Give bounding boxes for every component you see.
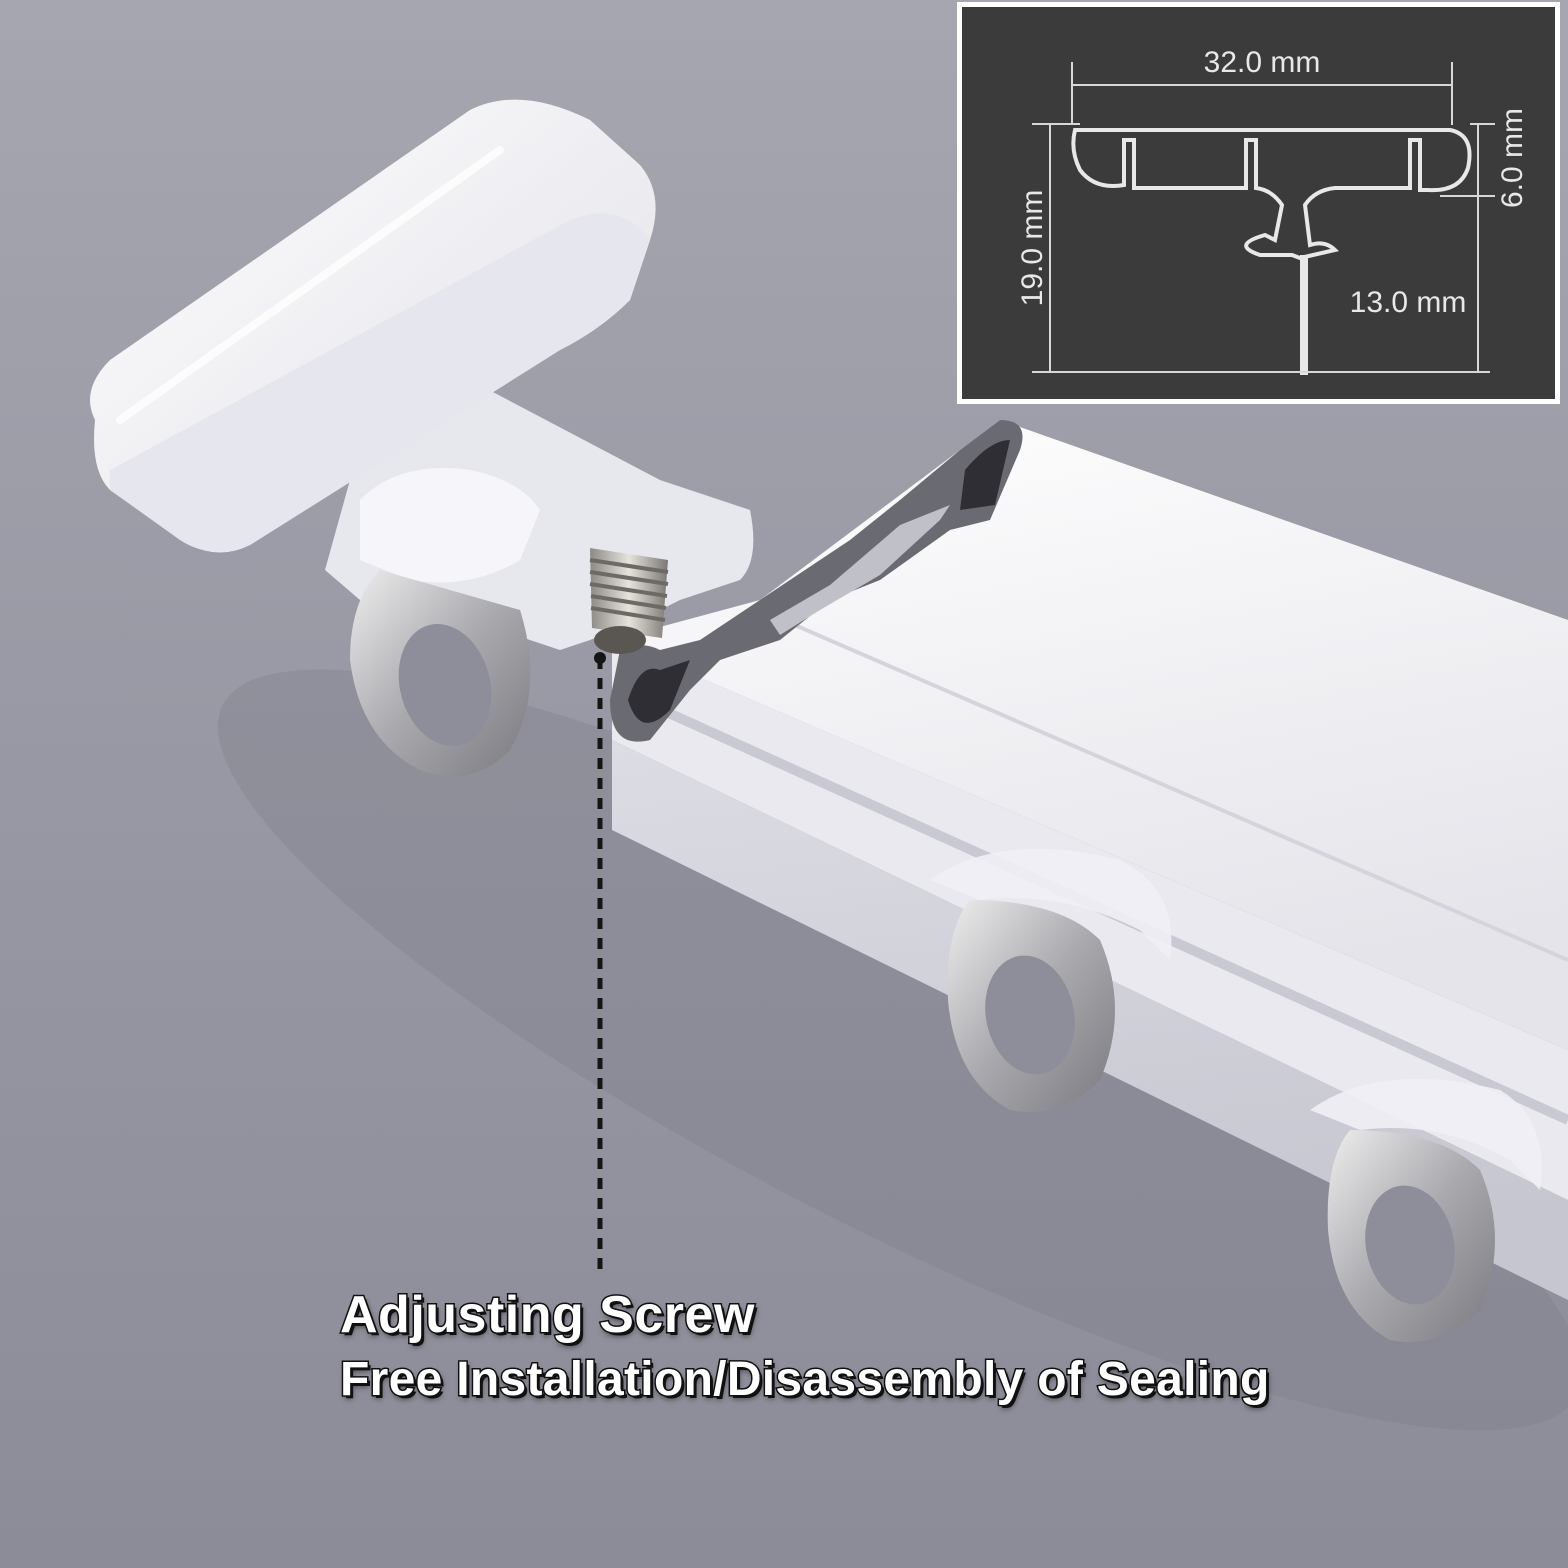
rail-profile-outline (1071, 128, 1472, 261)
screw-callout: Adjusting Screw Free Installation/Disass… (339, 1282, 1540, 1410)
adjusting-screw (589, 548, 669, 654)
dim-top-depth-label: 6.0 mm (1496, 108, 1529, 208)
profile-diagram: 32.0 mm 19.0 mm 6.0 mm 13.0 mm (957, 2, 1560, 404)
callout-title: Adjusting Screw (339, 1285, 756, 1346)
dim-height-label: 19.0 mm (1016, 190, 1049, 307)
ring-hook-1 (350, 570, 531, 777)
rail-front-face (612, 640, 1568, 1200)
callout-subtitle: Free Installation/Disassembly of Sealing (339, 1351, 1271, 1407)
dim-width-label: 32.0 mm (1204, 46, 1321, 79)
rail-end-profile (610, 420, 1023, 742)
floor-shadow (217, 669, 1568, 1431)
ring-hook-3 (1327, 1130, 1495, 1342)
ring-hook-2 (947, 900, 1115, 1112)
profile-diagram-panel (962, 7, 1555, 399)
dim-stem-label: 13.0 mm (1350, 286, 1467, 319)
